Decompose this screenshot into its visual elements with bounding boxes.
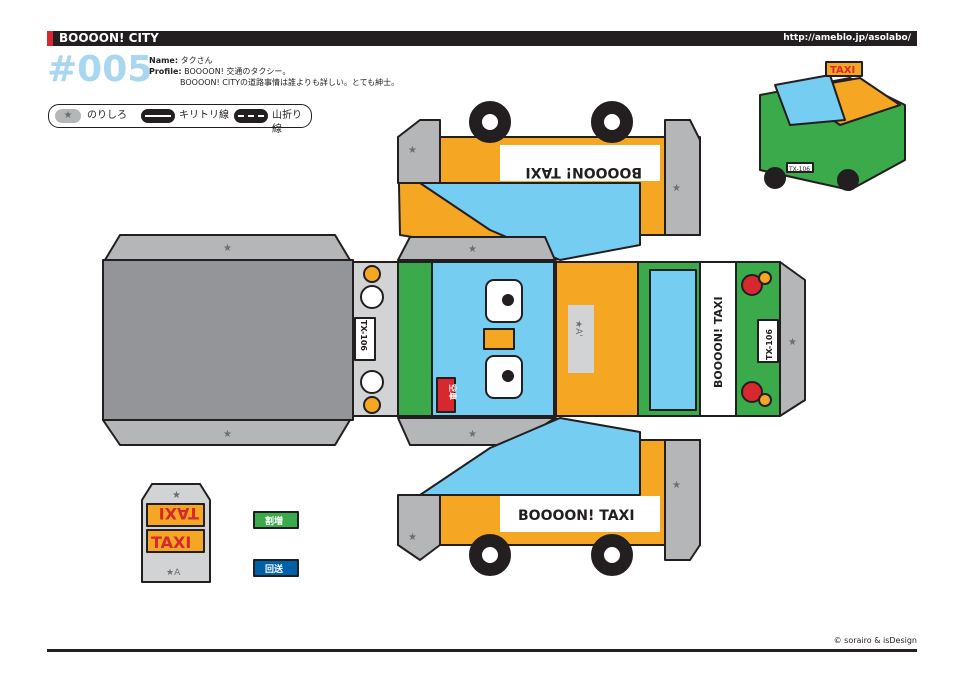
badge-blue-text: 回送	[265, 563, 284, 575]
headlight-icon	[360, 370, 384, 414]
header-accent	[47, 31, 53, 46]
profile-block: Name: タクさん Profile: BOOOON! 交通のタクシー。 BOO…	[149, 55, 399, 88]
star-icons: ★ ★ ★ ★ ★ ★ ★ ★ ★ ★	[172, 145, 797, 543]
star-icon: ★	[672, 480, 681, 491]
header-bar: BOOOON! CITY http://ameblo.jp/asolabo/	[47, 31, 917, 46]
star-icon: ★	[672, 183, 681, 194]
top-side-tab-right	[664, 119, 701, 236]
rear-plate	[354, 317, 376, 361]
legend: ★ のりしろ キリトリ線 山折り線	[48, 104, 312, 135]
sign-strip-upside	[146, 503, 205, 527]
taillight-icon	[741, 381, 763, 403]
legend-glue: のりしろ	[87, 110, 127, 121]
sign-tab-label: ★A	[166, 568, 181, 578]
bottom-window-strip	[419, 417, 641, 496]
preview-sign-text: TAXI	[830, 65, 855, 76]
star-icon: ★	[788, 337, 797, 348]
roof-tab-label: ★A'	[573, 320, 583, 337]
taillight-icon	[741, 274, 763, 296]
front-plate-text: TX-106	[765, 329, 774, 360]
wheel-icon	[591, 101, 633, 143]
rear-window	[649, 269, 697, 411]
headlight-icon	[360, 265, 384, 309]
wheel-icon	[591, 534, 633, 576]
copyright: © sorairo & isDesign	[833, 636, 917, 645]
svg-text:BOOOON! TAXI: BOOOON! TAXI	[525, 164, 642, 180]
back-panel	[102, 259, 354, 421]
profile-line1: BOOOON! 交通のタクシー。	[184, 67, 291, 76]
sign-strip	[146, 529, 205, 553]
bottom-white-stripe	[500, 496, 660, 532]
roof-badge	[436, 377, 456, 413]
star-icon: ★	[468, 244, 477, 255]
top-white-stripe	[500, 145, 660, 181]
name-value: タクさん	[180, 56, 213, 65]
star-icon: ★	[55, 109, 81, 123]
back-tab-bottom	[102, 419, 351, 446]
svg-text:TX-106: TX-106	[765, 329, 774, 360]
star-icon: ★	[408, 532, 417, 543]
svg-text:空車: 空車	[448, 384, 458, 400]
sign-text-upside: TAXI	[159, 504, 199, 523]
badge-green	[253, 511, 299, 529]
svg-text:★A': ★A'	[573, 320, 583, 337]
legend-fold: 山折り線	[272, 110, 302, 135]
rear-tab-right	[779, 261, 806, 417]
star-icon: ★	[468, 429, 477, 440]
top-side-tab-left	[397, 119, 441, 184]
footer-rule	[47, 649, 917, 652]
star-icon: ★	[223, 429, 232, 440]
bottom-side-tab-right	[664, 439, 701, 561]
fold-line-icon	[234, 109, 268, 123]
header-url[interactable]: http://ameblo.jp/asolabo/	[783, 33, 911, 43]
star-icon: ★	[408, 145, 417, 156]
eyes-icon	[483, 279, 523, 399]
roof-badge-text: 空車	[448, 384, 458, 400]
profile-line2: BOOOON! CITYの道路事情は誰よりも詳しい。とても紳士。	[180, 78, 400, 87]
taillight-icon	[758, 393, 772, 407]
top-window-strip	[419, 182, 641, 261]
svg-text:TAXI: TAXI	[159, 504, 199, 523]
wheel-icon	[469, 534, 511, 576]
badge-green-text: 割増	[265, 515, 283, 527]
rear-brand-text: BOOOON! TAXI	[712, 296, 725, 388]
character-number: #005	[47, 49, 153, 90]
badge-blue	[253, 559, 299, 577]
rear-white	[699, 261, 737, 417]
svg-text:TX-106: TX-106	[359, 320, 368, 351]
rear-plate-text: TX-106	[359, 320, 368, 351]
taillight-icon	[758, 271, 772, 285]
legend-cut: キリトリ線	[179, 110, 229, 121]
star-icon: ★	[223, 243, 232, 254]
preview-plate-text: TX-106	[788, 166, 810, 173]
star-icon: ★	[172, 490, 181, 501]
svg-text:BOOOON! TAXI: BOOOON! TAXI	[712, 296, 725, 388]
bottom-brand-text: BOOOON! TAXI	[518, 508, 635, 524]
name-label: Name:	[149, 56, 179, 65]
hood-top-tab	[397, 236, 556, 261]
roof-tab	[568, 305, 594, 373]
wheel-icon	[469, 101, 511, 143]
bottom-side-tab-left	[397, 494, 441, 561]
brand-title: BOOOON! CITY	[59, 31, 159, 45]
preview-car	[759, 61, 906, 191]
cut-line-icon	[141, 109, 175, 123]
front-plate	[757, 319, 779, 363]
profile-label: Profile:	[149, 67, 182, 76]
sign-text: TAXI	[151, 533, 191, 552]
top-brand-text: BOOOON! TAXI	[525, 164, 642, 180]
